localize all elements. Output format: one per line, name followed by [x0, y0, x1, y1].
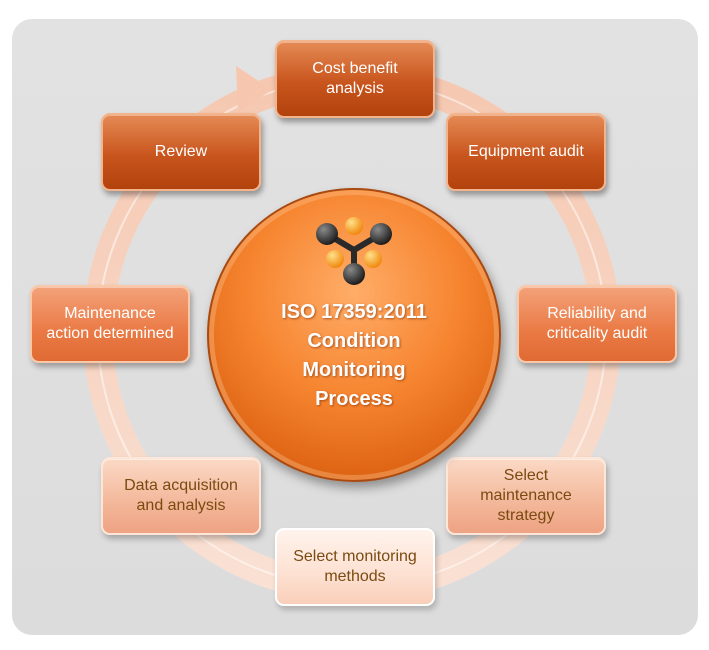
step-label: Cost benefit analysis	[312, 60, 398, 97]
step-label: Select monitoring methods	[293, 548, 417, 585]
step-reliability-criticality-audit: Reliability and criticality audit	[517, 285, 677, 363]
step-equipment-audit: Equipment audit	[446, 113, 606, 191]
step-label: Maintenance action determined	[46, 305, 174, 342]
step-label: Review	[154, 143, 208, 160]
step-review: Review	[101, 113, 261, 191]
center-circle: ISO 17359:2011 Condition Monitoring Proc…	[207, 188, 501, 482]
molecule-icon	[316, 217, 392, 285]
step-maintenance-action-determined: Maintenance action determined	[30, 285, 190, 363]
center-title: ISO 17359:2011 Condition Monitoring Proc…	[281, 301, 427, 410]
step-label: Select maintenance strategy	[480, 467, 572, 524]
step-select-maintenance-strategy: Select maintenance strategy	[446, 457, 606, 535]
step-label: Reliability and criticality audit	[546, 305, 648, 342]
step-select-monitoring-methods: Select monitoring methods	[275, 528, 435, 606]
step-cost-benefit-analysis: Cost benefit analysis	[275, 40, 435, 118]
step-label: Data acquisition and analysis	[124, 477, 238, 514]
step-label: Equipment audit	[468, 143, 584, 160]
step-data-acquisition-analysis: Data acquisition and analysis	[101, 457, 261, 535]
